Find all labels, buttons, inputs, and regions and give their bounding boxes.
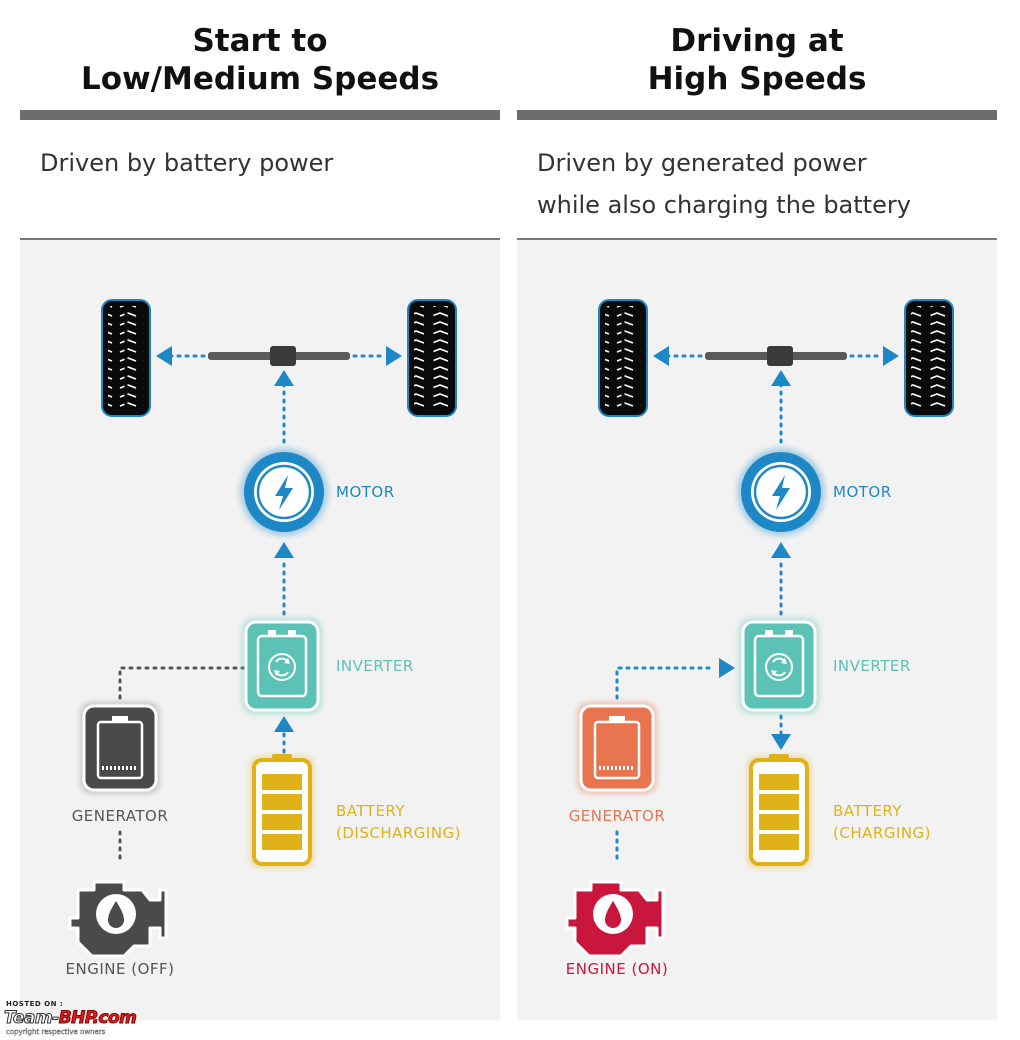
title-line-2: High Speeds	[647, 61, 867, 97]
flow-inverter-to-motor	[771, 542, 791, 616]
generator-icon	[577, 702, 657, 794]
engine-oil-drop-icon	[565, 880, 665, 958]
title-line-2: Low/Medium Speeds	[80, 61, 440, 97]
left-tire-icon	[101, 299, 151, 417]
flow-generator-to-inverter	[615, 658, 735, 700]
battery-icon	[250, 754, 314, 868]
motor-icon	[240, 448, 328, 536]
motor-icon	[737, 448, 825, 536]
flow-inverter-to-motor	[274, 542, 294, 616]
flow-to-wheels	[156, 346, 402, 366]
powertrain-diagram-svg: MOTOR INVERTER GEN	[565, 299, 954, 978]
title-divider	[20, 110, 500, 120]
generator-label: GENERATOR	[569, 807, 666, 825]
panel-title: Start to Low/Medium Speeds	[20, 22, 500, 98]
flow-inverter-to-battery	[771, 714, 791, 750]
hosting-watermark: HOSTED ON : Team-BHP.com copyright respe…	[4, 1000, 204, 1040]
battery-label-line-1: BATTERY	[336, 802, 405, 820]
flow-to-wheels	[653, 346, 899, 366]
watermark-logo: Team-BHP.com	[4, 1008, 138, 1029]
watermark-brand-prefix: Team-	[4, 1008, 60, 1029]
panel-description: Driven by battery power	[40, 142, 490, 184]
battery-label-line-2: (DISCHARGING)	[336, 824, 461, 842]
engine-oil-drop-icon	[68, 880, 168, 958]
axle-icon	[208, 346, 350, 366]
battery-label-line-1: BATTERY	[833, 802, 902, 820]
motor-label: MOTOR	[833, 483, 892, 501]
axle-icon	[705, 346, 847, 366]
motor-label: MOTOR	[336, 483, 395, 501]
right-tire-icon	[904, 299, 954, 417]
battery-icon	[747, 754, 811, 868]
panel-description: Driven by generated power while also cha…	[537, 142, 987, 226]
link-generator-inverter-inactive	[118, 666, 246, 700]
engine-label: ENGINE (OFF)	[66, 960, 175, 978]
powertrain-diagram-svg: MOTOR INVERTER GEN	[66, 299, 461, 978]
panel-low-medium-speeds: Start to Low/Medium Speeds Driven by bat…	[20, 0, 500, 1040]
generator-icon	[80, 702, 160, 794]
watermark-brand-name: BHP.com	[58, 1008, 137, 1029]
title-divider	[517, 110, 997, 120]
watermark-hosted-on: HOSTED ON :	[6, 1000, 64, 1008]
generator-label: GENERATOR	[72, 807, 169, 825]
panel-high-speeds: Driving at High Speeds Driven by generat…	[517, 0, 997, 1040]
inverter-label: INVERTER	[833, 657, 911, 675]
inverter-label: INVERTER	[336, 657, 414, 675]
flow-battery-to-inverter	[274, 716, 294, 754]
battery-label-line-2: (CHARGING)	[833, 824, 931, 842]
lightning-bolt-icon	[275, 475, 293, 510]
engine-label: ENGINE (ON)	[566, 960, 668, 978]
description-divider	[517, 238, 997, 240]
description-line-1: Driven by generated power	[537, 149, 867, 177]
powertrain-diagram: MOTOR INVERTER GEN	[20, 240, 500, 1020]
right-tire-icon	[407, 299, 457, 417]
title-line-1: Start to	[192, 23, 328, 59]
description-line-2: while also charging the battery	[537, 191, 911, 219]
watermark-copyright: copyright respective owners	[6, 1028, 106, 1036]
description-line-1: Driven by battery power	[40, 149, 334, 177]
lightning-bolt-icon	[772, 475, 790, 510]
inverter-icon	[739, 618, 819, 714]
left-tire-icon	[598, 299, 648, 417]
flow-motor-to-axle	[771, 370, 791, 444]
description-divider	[20, 238, 500, 240]
powertrain-diagram: MOTOR INVERTER GEN	[517, 240, 997, 1020]
inverter-icon	[242, 618, 322, 714]
panel-title: Driving at High Speeds	[517, 22, 997, 98]
title-line-1: Driving at	[670, 23, 844, 59]
flow-motor-to-axle	[274, 370, 294, 444]
